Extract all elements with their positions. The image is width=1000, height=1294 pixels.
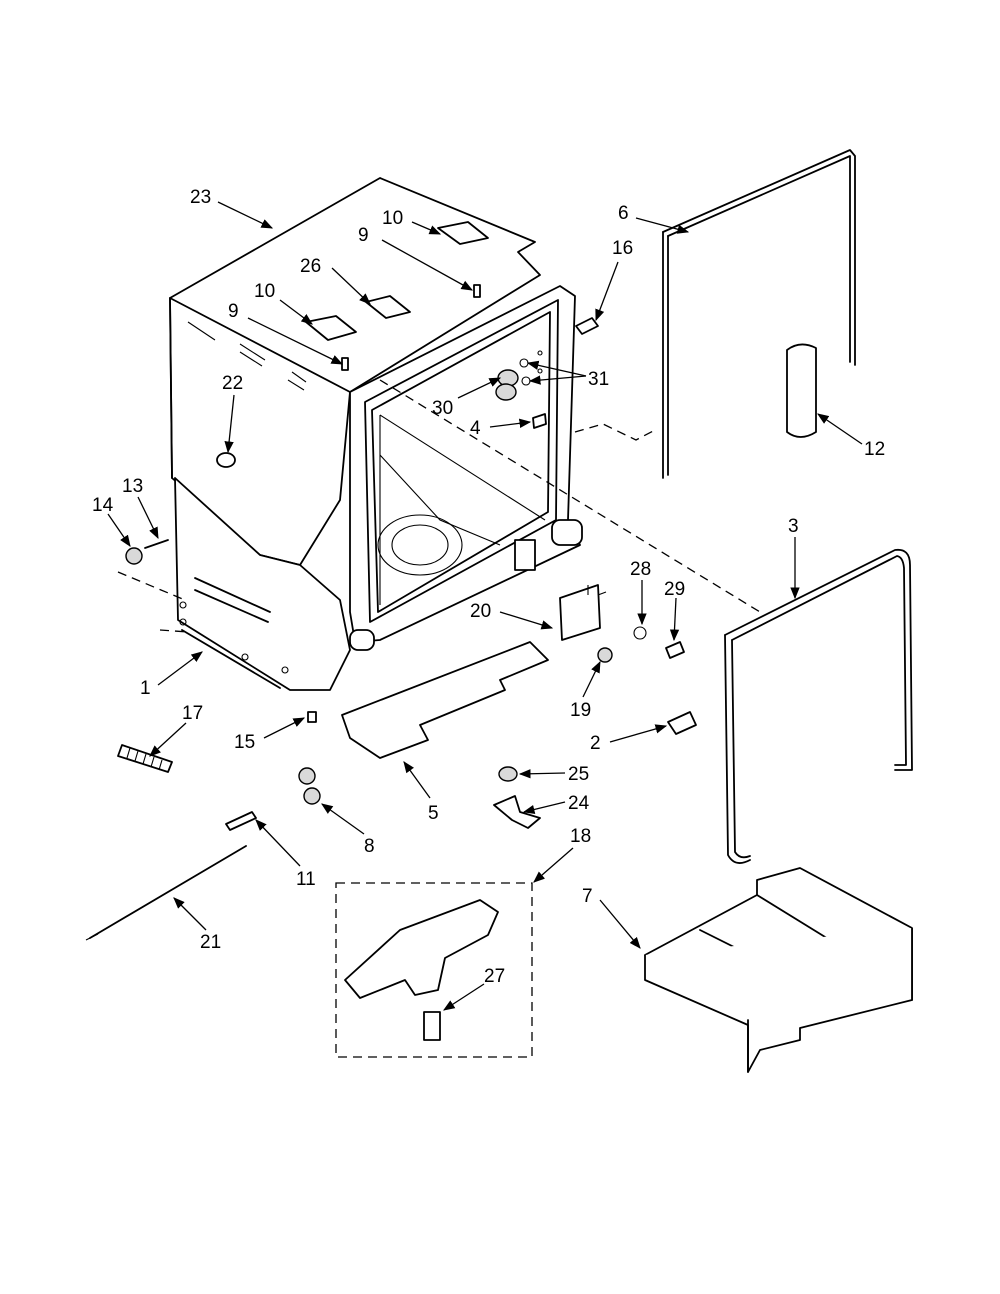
callout-3: 3	[788, 516, 799, 537]
screw-4	[532, 413, 547, 429]
callout-9-lower: 9	[228, 301, 239, 322]
callout-31: 31	[588, 369, 609, 390]
callout-4: 4	[470, 418, 481, 439]
callout-20: 20	[470, 601, 491, 622]
cable-21	[89, 845, 247, 939]
callout-22: 22	[222, 373, 243, 394]
nut-8a	[298, 767, 316, 785]
screw-13	[144, 539, 169, 549]
screw-11	[225, 811, 257, 831]
tube-12	[786, 343, 817, 438]
callout-28: 28	[630, 559, 651, 580]
callout-27: 27	[484, 966, 505, 987]
panel-5	[341, 641, 549, 759]
callout-30: 30	[432, 398, 453, 419]
callout-21: 21	[200, 932, 221, 953]
callout-13: 13	[122, 476, 143, 497]
nut-14	[125, 547, 143, 565]
clip-24	[493, 795, 541, 829]
callout-5: 5	[428, 803, 439, 824]
callout-7: 7	[582, 886, 593, 907]
plug-2	[667, 711, 697, 735]
nut-8b	[303, 787, 321, 805]
callout-25: 25	[568, 764, 589, 785]
callout-6: 6	[618, 203, 629, 224]
assembly-box-18	[335, 882, 533, 1058]
foot-15	[307, 711, 317, 723]
callout-12: 12	[864, 439, 885, 460]
callout-1: 1	[140, 678, 151, 699]
callout-15: 15	[234, 732, 255, 753]
insulation-base-7	[644, 867, 913, 1073]
bracket-20	[559, 584, 601, 641]
hinge-bracket-lower	[305, 315, 357, 341]
callout-29: 29	[664, 579, 685, 600]
screw-9-upper	[473, 284, 481, 298]
screw-16	[575, 317, 599, 335]
washer-28	[633, 626, 647, 640]
valve-27	[423, 1011, 441, 1041]
callout-14: 14	[92, 495, 114, 516]
callout-16: 16	[612, 238, 633, 259]
hinge-bracket-upper	[437, 221, 489, 245]
callout-8: 8	[364, 836, 375, 857]
screw-9-lower	[341, 357, 349, 371]
callout-2: 2	[590, 733, 601, 754]
tub-assembly	[169, 177, 583, 691]
leader-lines	[107, 201, 863, 1011]
callout-26: 26	[300, 256, 321, 277]
manifold-18	[344, 899, 499, 999]
vent-26	[365, 295, 411, 319]
callout-18: 18	[570, 826, 591, 847]
nut-19	[597, 647, 613, 663]
callout-17: 17	[182, 703, 203, 724]
callout-19: 19	[570, 700, 591, 721]
callout-23: 23	[190, 187, 211, 208]
tub-gasket-3	[724, 548, 913, 864]
callout-10-lower: 10	[254, 281, 275, 302]
callout-24: 24	[568, 793, 590, 814]
plug-22	[216, 452, 236, 468]
cap-25	[498, 766, 518, 782]
callout-9-upper: 9	[358, 225, 369, 246]
callout-11: 11	[296, 869, 316, 890]
callout-10-upper: 10	[382, 208, 403, 229]
screw-29	[665, 641, 685, 659]
grommet-30b	[495, 383, 517, 401]
callout-labels: 23 10 9 26 10 9 22 6 16 31 30 4 12 14 13…	[92, 187, 885, 987]
door-gasket-6	[662, 149, 856, 479]
